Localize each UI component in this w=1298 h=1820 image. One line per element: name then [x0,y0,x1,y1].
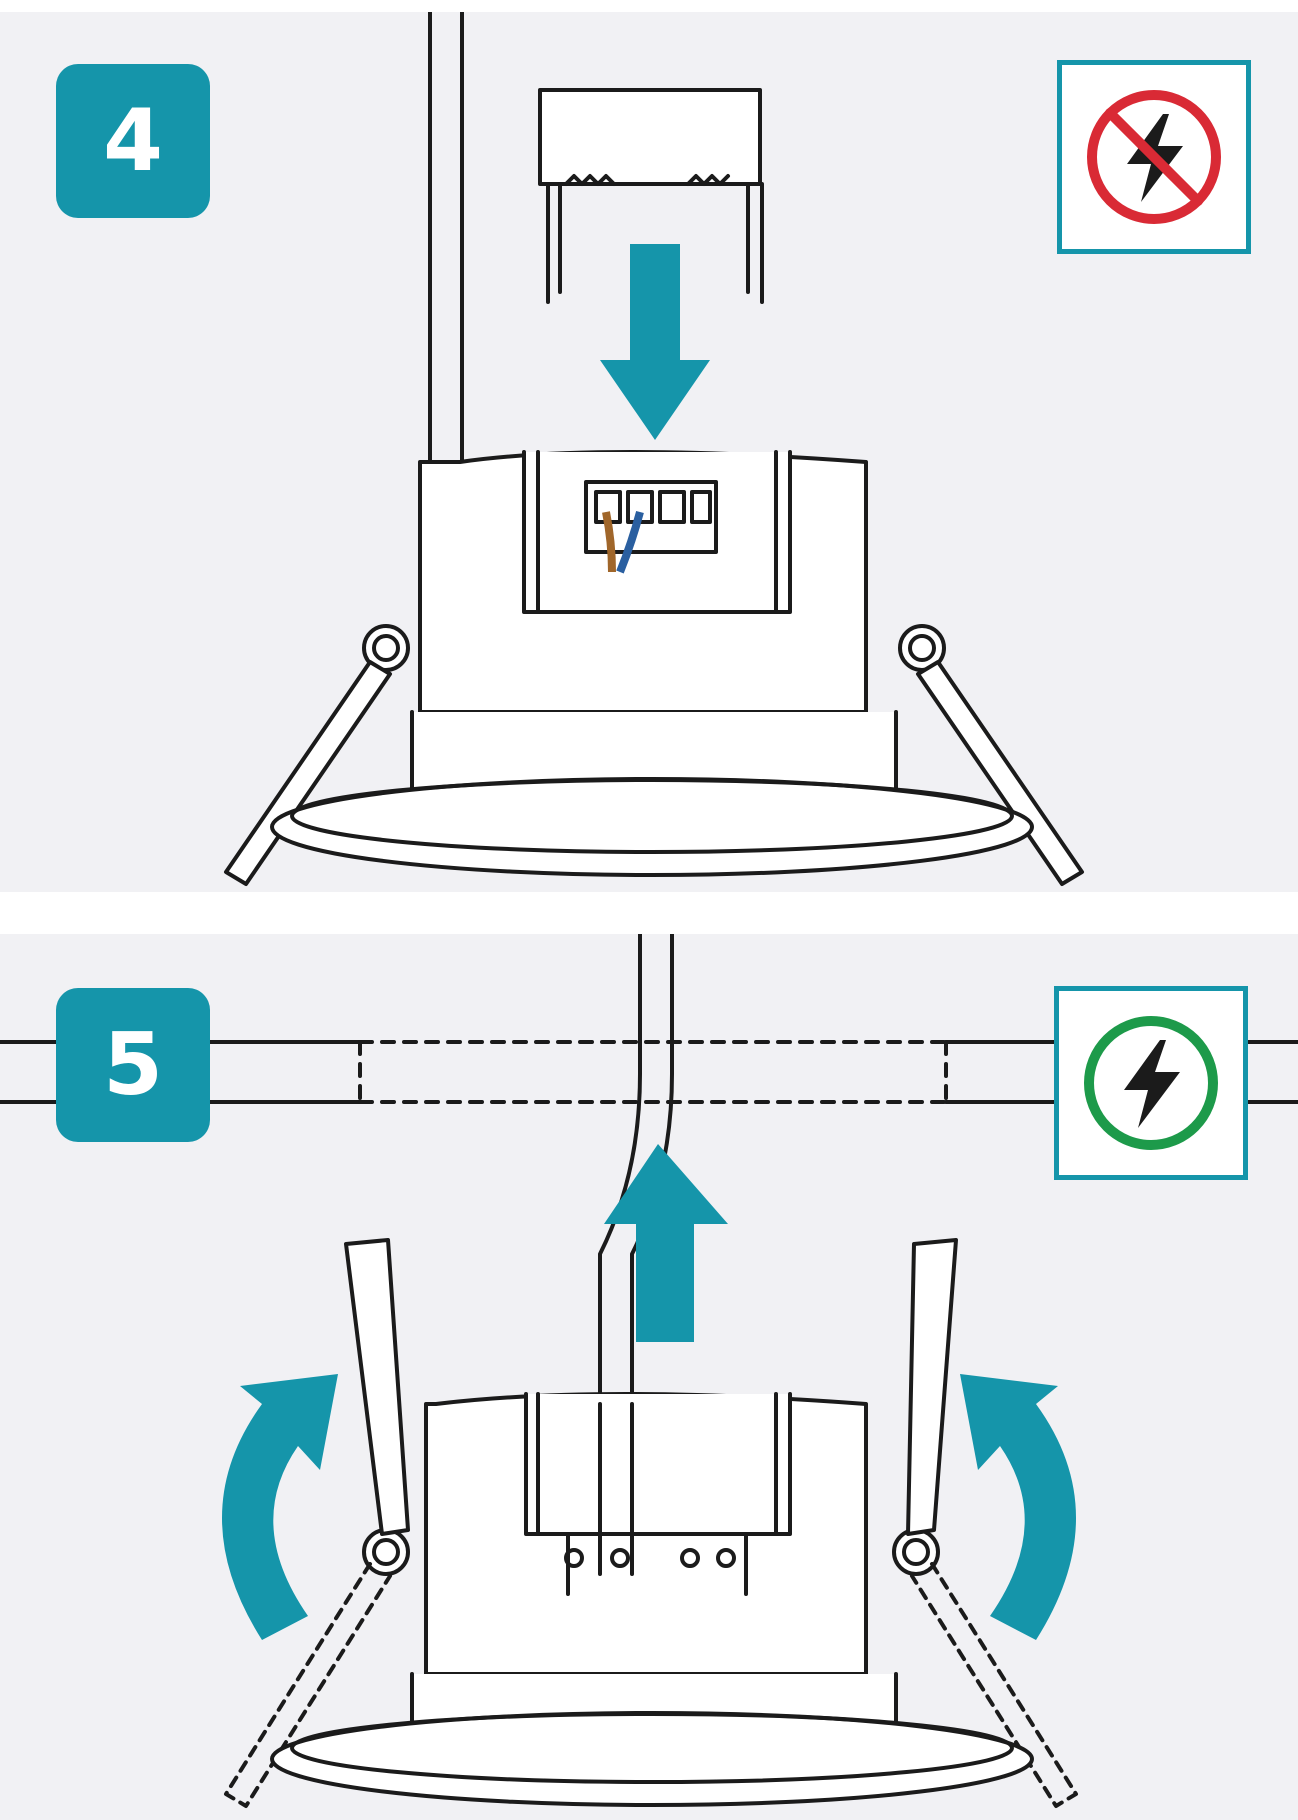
step-number-badge: 4 [56,64,210,218]
step-number-badge: 5 [56,988,210,1142]
right-spring [892,1528,940,1576]
left-spring-arm [224,660,392,886]
power-on-indicator [1054,986,1248,1180]
terminal-cap [538,88,762,186]
step-5-illustration [0,934,1298,1808]
up-arrow-icon [604,1144,728,1342]
power-on-icon [1084,1016,1218,1150]
left-spring [362,1528,410,1576]
step-4-illustration [224,12,1084,886]
right-rotate-arrow-icon [960,1374,1076,1640]
step-number: 5 [103,1015,163,1115]
power-off-indicator [1057,60,1251,254]
step-4-panel: 4 [0,12,1298,892]
right-spring-arm [916,660,1084,886]
step-number: 4 [103,91,163,191]
left-rotate-arrow-icon [222,1374,338,1640]
right-spring-arm [906,1238,958,1536]
step-5-panel: 5 [0,934,1298,1820]
left-spring-arm [344,1238,410,1536]
no-power-icon [1087,90,1221,224]
down-arrow-icon [600,244,710,440]
